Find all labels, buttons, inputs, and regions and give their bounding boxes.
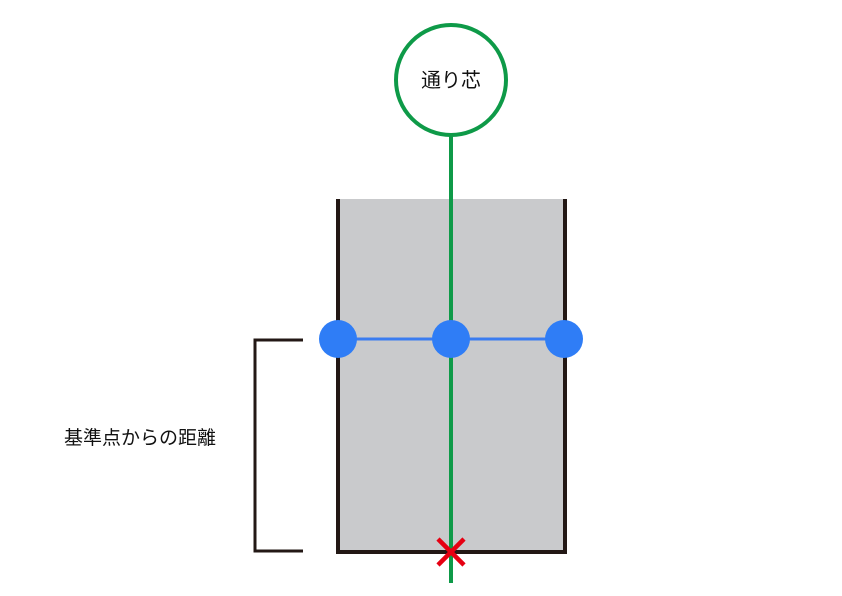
distance-from-reference-label: 基準点からの距離 xyxy=(64,427,217,449)
measure-point-left xyxy=(319,320,357,358)
distance-bracket xyxy=(253,338,303,553)
reference-point-x-icon xyxy=(436,537,466,567)
measure-point-center xyxy=(432,320,470,358)
measure-point-right xyxy=(545,320,583,358)
grid-line-label: 通り芯 xyxy=(421,68,481,92)
grid-line-head-circle xyxy=(394,23,508,137)
